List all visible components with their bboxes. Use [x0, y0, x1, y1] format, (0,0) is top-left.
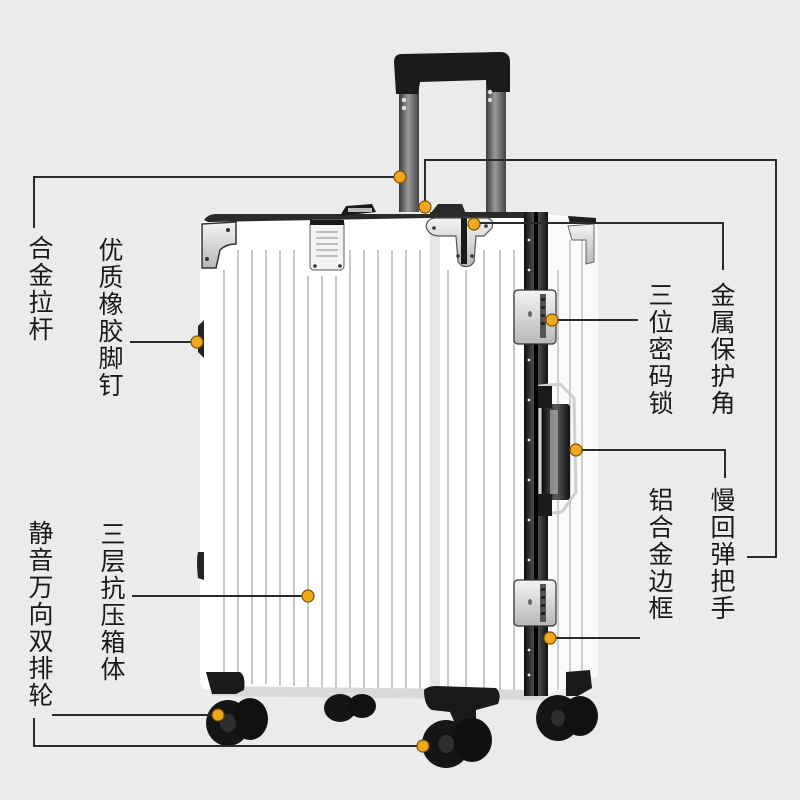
label-side-handle: 慢回弹把手	[707, 487, 736, 622]
label-shell: 三层抗压箱体	[97, 521, 126, 683]
side-carry-handle	[538, 382, 578, 516]
label-rubber-feet: 优质橡胶脚钉	[95, 237, 124, 399]
metal-corner-left	[201, 221, 237, 269]
callout-dots	[190, 170, 583, 753]
label-aluminum-frame: 铝合金边框	[645, 487, 674, 622]
label-silent-wheels: 静音万向双排轮	[25, 520, 54, 709]
telescoping-handle	[394, 52, 510, 212]
combination-lock-bottom	[513, 579, 557, 627]
top-vent	[309, 219, 345, 271]
label-lock: 三位密码锁	[645, 282, 674, 417]
callout-lines	[33, 159, 777, 747]
label-metal-corners: 金属保护角	[707, 282, 736, 417]
label-alloy-handle: 合金拉杆	[25, 235, 54, 343]
suitcase-shell	[200, 212, 545, 700]
spinner-wheels	[206, 670, 598, 768]
suitcase-side-panel	[545, 214, 598, 696]
top-carry-handle	[340, 204, 466, 216]
